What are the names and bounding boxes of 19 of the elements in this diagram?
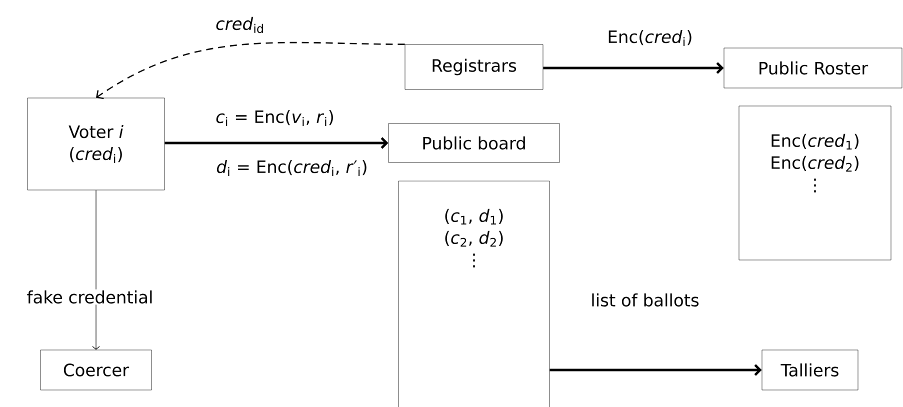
list-box: (c$_{1}$, d$_{1}$) (c$_{2}$, d$_{2}$) ⋮ xyxy=(398,180,550,407)
edge-label: list of ballots xyxy=(592,293,699,307)
box: Coercer xyxy=(40,350,152,390)
arrow xyxy=(96,42,405,100)
edge-label: cred$_{id}$ xyxy=(216,16,263,34)
edge-label: fake credential xyxy=(26,289,154,305)
arrow xyxy=(543,62,724,74)
arrow xyxy=(550,364,762,376)
edge-label: c$_{i}$ = Enc(v$_{i}$, r$_{i}$) xyxy=(216,110,333,126)
box: Registrars xyxy=(404,44,544,90)
equation-label: d$_{i}$ = Enc(cred$_{i}$, r′$_{i}$) xyxy=(216,160,366,176)
box: Public board xyxy=(388,123,560,163)
box: Voter i (cred$_{i}$) xyxy=(27,98,165,190)
box: Talliers xyxy=(762,350,858,390)
edge-label: Enc(cred$_{i}$) xyxy=(608,30,692,46)
box: Public Roster xyxy=(724,48,902,88)
arrow xyxy=(92,190,100,350)
list-box: Enc(cred$_{1}$) Enc(cred$_{2}$) ⋮ xyxy=(738,106,892,260)
arrow xyxy=(164,137,388,149)
